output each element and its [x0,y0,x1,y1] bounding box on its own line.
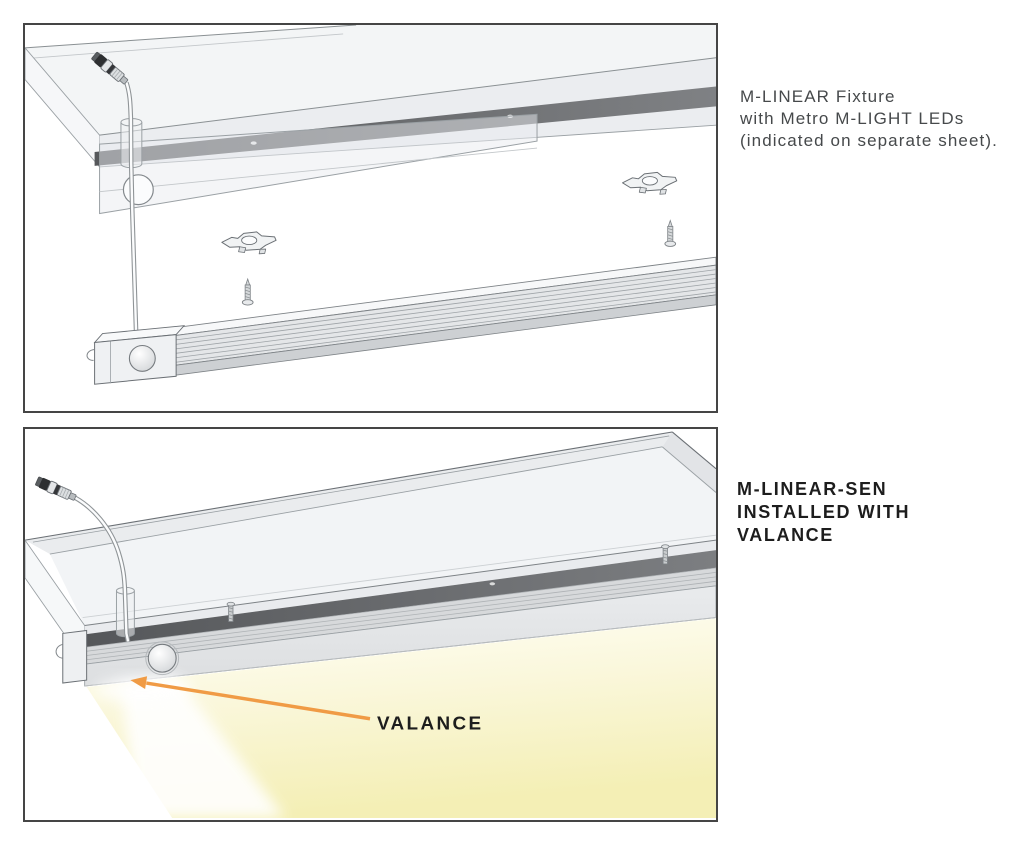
bottom-figure-caption: M-LINEAR-SEN INSTALLED WITH VALANCE [737,478,910,547]
sensor-dome [128,344,156,372]
shelf-tray [25,431,716,665]
power-cable [124,81,139,341]
shelf-top-face [25,25,716,136]
light-hotspot [94,678,191,702]
caption-line-1: M-LINEAR-SEN [737,479,888,499]
sensor-hole [122,174,154,206]
valance-arrow-head [130,676,148,690]
caption-line-2: with Metro M-LIGHT LEDs [740,109,965,128]
caption-line-1: M-LINEAR Fixture [740,87,896,106]
light-beam [120,677,286,819]
wire-loop [86,348,95,361]
mounting-clip [622,171,678,195]
caption-line-3: VALANCE [737,525,834,545]
valance-arrow-line [146,681,371,721]
power-cable [73,495,131,642]
tray-right-wall [662,431,716,493]
sensor-dome [147,643,177,673]
sensor-hole [145,641,180,676]
fixture-end-cap [55,629,180,684]
valance-callout: VALANCE [130,676,484,734]
led-channel-strip [84,550,716,648]
valance-label: VALANCE [377,713,484,734]
bottom-figure-drawing: VALANCE [25,431,716,819]
shelf-front-edge [84,540,716,635]
top-figure-frame [23,23,718,413]
mounting-screw [664,220,677,247]
cable-connector [34,475,78,504]
caption-line-2: INSTALLED WITH [737,502,911,522]
wire-loop [55,643,63,659]
fixture-rail [166,256,716,377]
light-glow [86,618,716,819]
bottom-figure-frame: VALANCE [23,427,718,822]
top-figure-caption: M-LINEAR Fixture with Metro M-LIGHT LEDs… [740,86,998,152]
mounting-clip [221,231,277,255]
strip-hole [489,582,496,586]
top-figure-drawing [25,25,716,385]
fixture-end-cap [86,325,186,385]
caption-line-3: (indicated on separate sheet). [740,131,998,150]
mounting-screw [241,278,254,306]
tray-floor [49,446,716,626]
